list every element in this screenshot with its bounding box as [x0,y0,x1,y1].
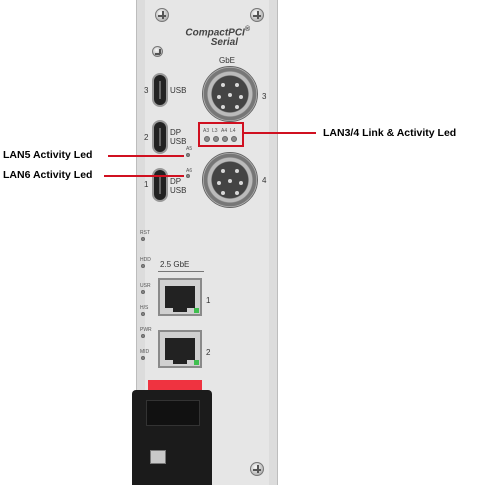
usb3-label: USB [170,86,187,95]
pwr-led [141,334,145,338]
hs-led [141,312,145,316]
mid-led [141,356,145,360]
lan-header-rule [158,271,204,272]
screw-top-right-icon [250,8,264,22]
usb2-usb-label: USB [170,137,187,146]
led-l4 [231,136,237,142]
lan34-annotation: LAN3/4 Link & Activity Led [323,127,457,139]
usr-led [141,290,145,294]
lan34-led-highlight-box [198,122,244,147]
led-a3 [204,136,210,142]
usb1-number: 1 [144,180,149,189]
led-l3 [213,136,219,142]
hdd-led [141,264,145,268]
m12-connector-lan4[interactable] [202,152,258,208]
mid-label: MID [140,349,150,355]
screw-top-left-icon [155,8,169,22]
usb-c-port-1[interactable] [152,168,168,202]
lan34-pointer-line [244,132,316,134]
rst-button[interactable] [141,237,145,241]
usr-label: USR [140,283,151,289]
lan6-annotation: LAN6 Activity Led [3,169,93,181]
hdd-label: HDD [140,257,151,263]
ground-screw-icon [152,46,163,57]
usb2-number: 2 [144,133,149,142]
rst-label: RST [140,230,150,236]
rj45-port-2[interactable] [158,330,202,368]
rj45-port-1[interactable] [158,278,202,316]
led-label-a4: A4 [221,128,228,134]
gbe-label: GbE [219,56,236,65]
led-a6 [186,174,190,178]
lan-header-label: 2.5 GbE [160,260,190,269]
led-a5 [186,153,190,157]
led-label-l4: L4 [230,128,236,134]
ejector-handle[interactable] [132,390,212,485]
hs-label: H/S [140,305,149,311]
led-label-a5: A5 [186,146,193,152]
m12-bottom-number: 4 [262,176,267,185]
led-a4 [222,136,228,142]
ejector-red-latch[interactable] [148,380,202,390]
usb-c-port-2[interactable] [152,120,168,154]
rj45-bottom-number: 2 [206,348,211,357]
m12-connector-lan3[interactable] [202,66,258,122]
led-label-a6: A6 [186,168,193,174]
led-label-l3: L3 [212,128,218,134]
usb2-dp-label: DP [170,128,182,137]
lan6-pointer-line [104,175,184,177]
brand-logo: CompactPCI® Serial [185,26,250,49]
usb3-number: 3 [144,86,149,95]
pwr-label: PWR [140,327,152,333]
lan5-pointer-line [108,155,184,157]
led-label-a3: A3 [203,128,210,134]
rj45-top-number: 1 [206,296,211,305]
m12-top-number: 3 [262,92,267,101]
usb1-usb-label: USB [170,186,187,195]
usb1-dp-label: DP [170,177,182,186]
usb-c-port-3[interactable] [152,73,168,107]
lan5-annotation: LAN5 Activity Led [3,149,93,161]
screw-bottom-right-icon [250,462,264,476]
